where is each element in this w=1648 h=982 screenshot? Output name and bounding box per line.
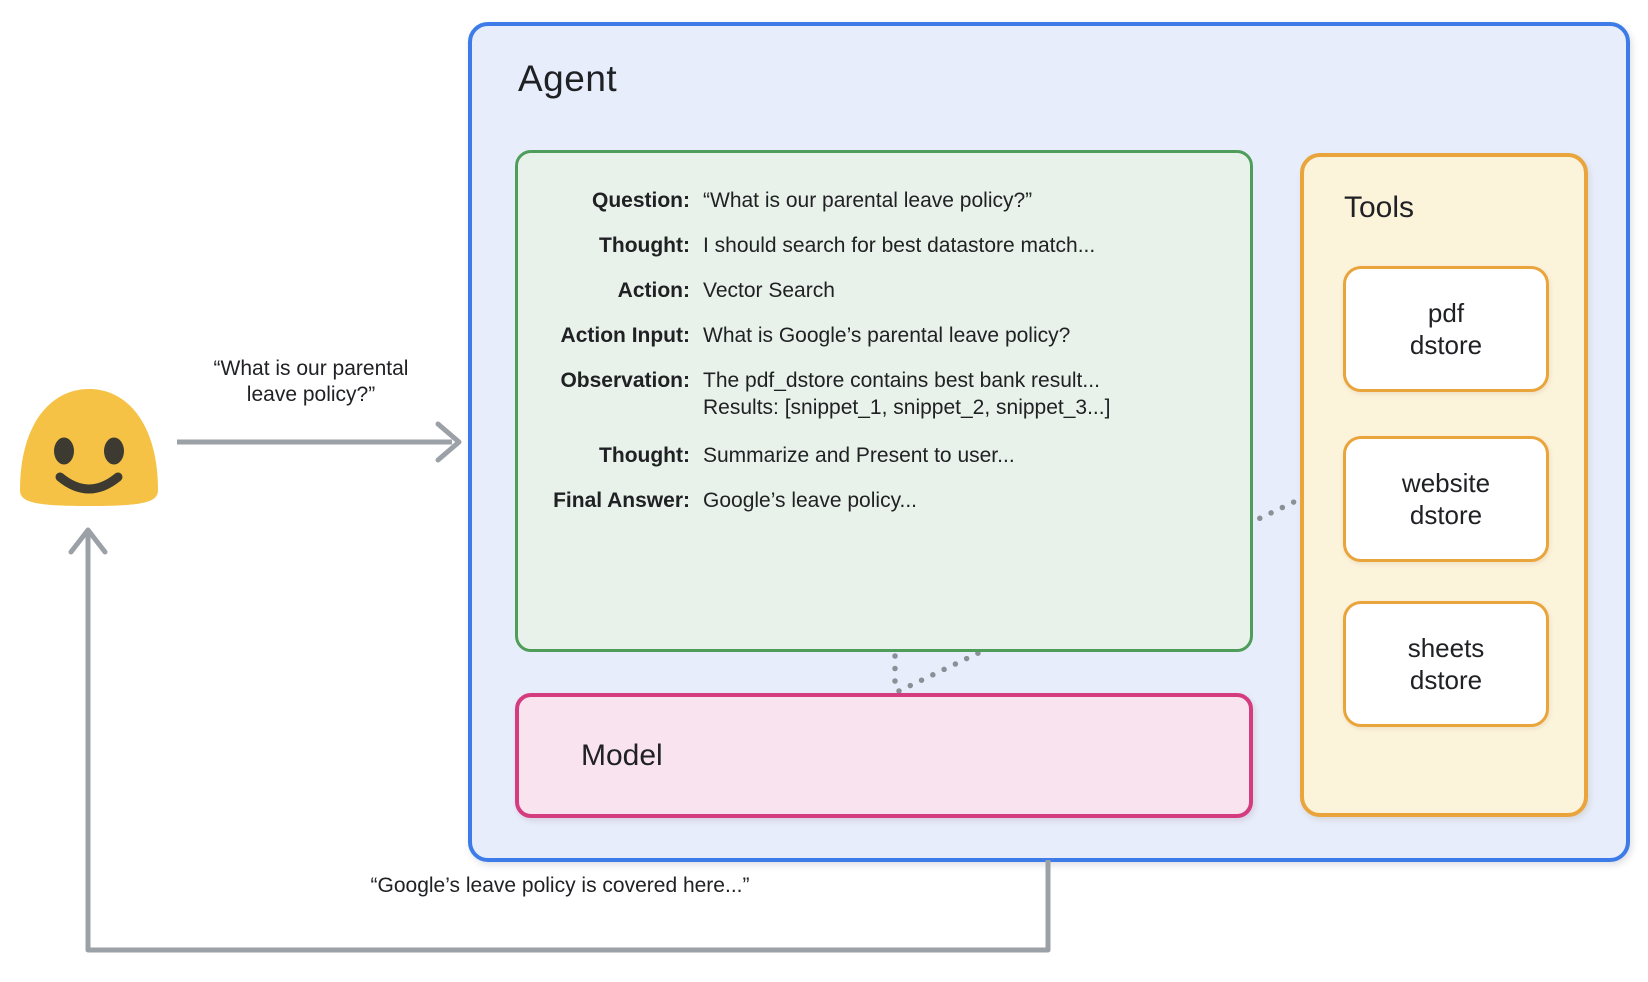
tool-label-line: dstore <box>1409 330 1483 360</box>
scratchpad-row-thought-2: Thought: Summarize and Present to user..… <box>518 442 1236 469</box>
row-label: Thought: <box>599 444 690 467</box>
agent-response-label: “Google’s leave policy is covered here..… <box>370 874 750 897</box>
model-title: Model <box>581 738 663 772</box>
model-tools-dotted-connector <box>896 497 1301 694</box>
scratchpad-row-action: Action: Vector Search <box>518 277 1236 304</box>
tool-label-line: dstore <box>1409 500 1483 530</box>
scratchpad-row-action-input: Action Input: What is Google’s parental … <box>518 322 1236 349</box>
request-line-2: leave policy?” <box>246 383 376 406</box>
scratchpad-row-final-answer: Final Answer: Google’s leave policy... <box>518 487 1236 514</box>
row-value: I should search for best datastore match… <box>703 234 1096 257</box>
row-value: Google’s leave policy... <box>703 489 918 512</box>
row-label: Action Input: <box>560 324 690 347</box>
observation-line-2: Results: [snippet_1, snippet_2, snippet_… <box>703 396 1111 419</box>
request-arrow <box>177 421 462 463</box>
tool-card-pdf-dstore: pdf dstore <box>1343 266 1549 392</box>
agent-scratchpad: Question: “What is our parental leave po… <box>515 150 1253 652</box>
agent-content: Question: “What is our parental leave po… <box>468 22 1630 862</box>
request-line-1: “What is our parental <box>213 357 409 380</box>
tool-label-line: sheets <box>1407 633 1485 663</box>
tool-label-line: pdf <box>1427 298 1465 328</box>
row-value: The pdf_dstore contains best bank result… <box>703 367 1110 421</box>
row-value: What is Google’s parental leave policy? <box>703 324 1071 347</box>
tool-label-line: website <box>1401 468 1491 498</box>
tool-label-line: dstore <box>1409 665 1483 695</box>
response-arrow <box>68 527 1051 953</box>
tools-box: Tools pdf dstore website dstore sheets d… <box>1300 153 1588 817</box>
tool-card-website-dstore: website dstore <box>1343 436 1549 562</box>
blob-smile <box>55 472 123 494</box>
user-request-label: “What is our parental leave policy?” <box>178 356 444 408</box>
row-label: Action: <box>617 279 690 302</box>
scratchpad-row-thought-1: Thought: I should search for best datast… <box>518 232 1236 259</box>
model-box: Model <box>515 693 1253 818</box>
row-value: “What is our parental leave policy?” <box>703 189 1033 212</box>
row-value: Vector Search <box>703 279 835 302</box>
row-value: Summarize and Present to user... <box>703 444 1015 467</box>
row-label: Final Answer: <box>553 489 690 512</box>
row-label: Thought: <box>599 234 690 257</box>
blob-body <box>20 389 158 506</box>
tools-title: Tools <box>1344 191 1415 224</box>
tool-card-sheets-dstore: sheets dstore <box>1343 601 1549 727</box>
blob-right-eye <box>104 437 124 465</box>
scratchpad-row-observation: Observation: The pdf_dstore contains bes… <box>518 367 1236 421</box>
observation-line-1: The pdf_dstore contains best bank result… <box>703 369 1100 392</box>
user-blob-emoji <box>20 389 158 506</box>
agent-title: Agent <box>518 58 618 99</box>
scratchpad-row-question: Question: “What is our parental leave po… <box>518 187 1236 214</box>
row-label: Observation: <box>560 369 690 392</box>
row-label: Question: <box>592 189 690 212</box>
blob-left-eye <box>54 437 74 465</box>
